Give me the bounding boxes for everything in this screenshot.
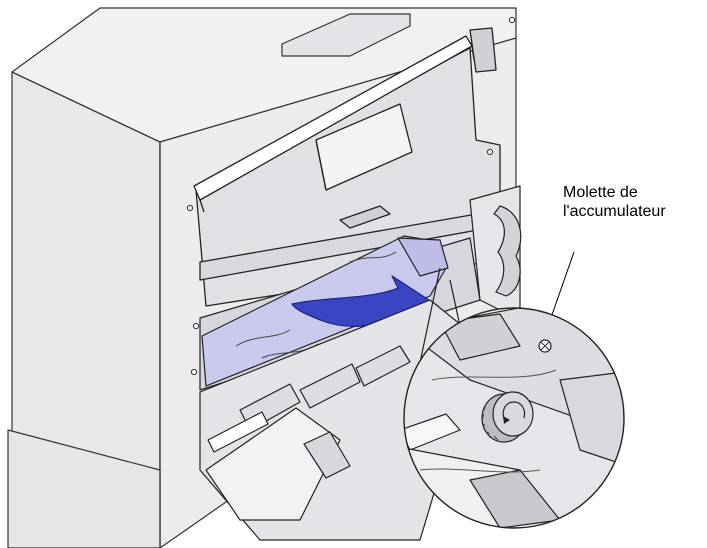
rotation-arrow-icon [502,401,526,423]
printer-base [7,429,161,548]
knob-ridges [481,403,499,441]
cover-slot [339,205,391,229]
tray-hatch [303,431,351,479]
magnifier-rim [403,307,625,529]
printer-top-detail [281,13,411,57]
magnifier-groove [419,369,557,473]
callout-line-1: Molette de [563,184,638,201]
magnifier-bracket [439,313,521,361]
paper-roller-edge [397,237,449,277]
lower-tray [199,299,481,541]
callout-label: Molette de l'accumulateur [563,183,703,221]
tray-rib-3 [355,345,411,387]
tray-floor [205,407,341,521]
accumulator-knob [481,391,534,443]
callout-line-2: l'accumulateur [563,203,666,220]
knob-face [492,391,534,437]
right-frame [409,185,522,411]
tray-rib-2 [299,363,361,409]
screws [186,16,516,376]
right-frame-mechanism [493,205,522,297]
tray-rail [207,411,269,453]
